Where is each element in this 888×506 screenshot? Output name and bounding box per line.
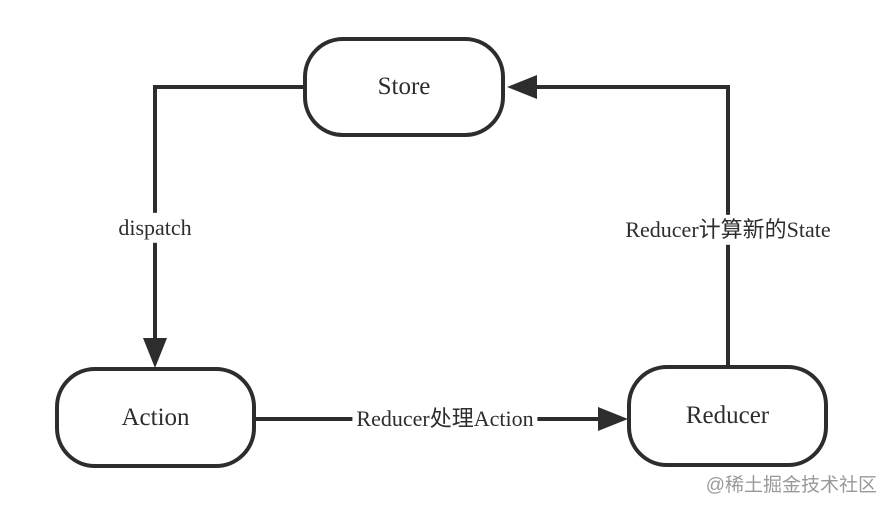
edge-dispatch-line (143, 85, 304, 368)
watermark-juejin-community: @稀土掘金技术社区 (705, 475, 877, 496)
node-action-label: Action (121, 403, 190, 431)
node-reducer-label: Reducer (685, 402, 770, 429)
edge-label-reducer-computes-state: Reducer计算新的State (621, 214, 835, 246)
arrowhead-down-icon (143, 338, 167, 368)
node-store-label: Store (377, 73, 431, 100)
node-action: Action (55, 367, 256, 468)
node-store: Store (303, 37, 505, 137)
node-reducer: Reducer (627, 365, 828, 467)
arrowhead-right-icon (598, 407, 628, 431)
edge-label-reducer-handles-action: Reducer处理Action (352, 403, 538, 435)
edge-label-dispatch: dispatch (114, 212, 196, 244)
arrowhead-left-icon (507, 75, 537, 99)
edge-reducer-computes-line (507, 75, 730, 366)
